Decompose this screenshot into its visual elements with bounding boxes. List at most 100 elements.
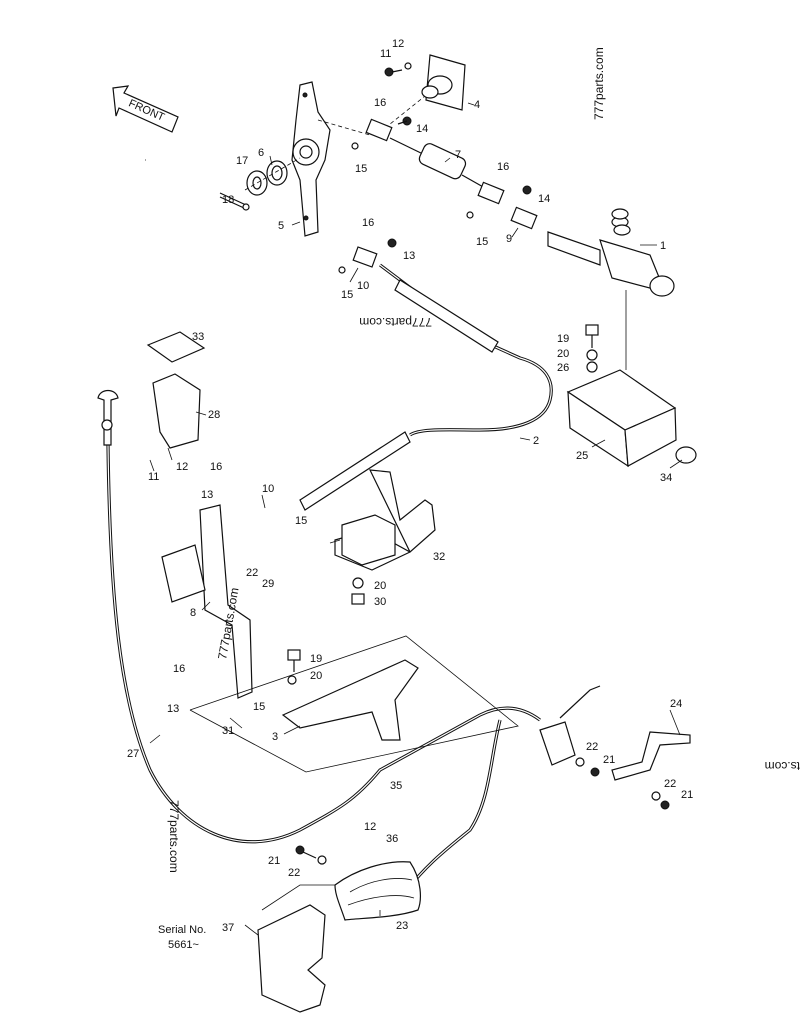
callout-31: 31 — [222, 725, 234, 737]
callout-35: 35 — [390, 780, 402, 792]
callout-16-b: 16 — [497, 161, 509, 173]
callout-1: 1 — [660, 240, 666, 252]
callout-15-a: 15 — [355, 163, 367, 175]
callout-34: 34 — [660, 472, 672, 484]
callout-22-lever: 22 — [246, 567, 258, 579]
callout-29: 29 — [262, 578, 274, 590]
callout-15-c: 15 — [341, 289, 353, 301]
watermark-left: 777parts.com — [167, 800, 181, 873]
watermark-center: 777parts.com — [359, 315, 432, 329]
callout-21-low: 21 — [681, 789, 693, 801]
bracket-22-mid — [539, 721, 576, 766]
cotter-pin-18 — [219, 192, 250, 211]
washer-20-top — [586, 349, 598, 361]
callout-9: 9 — [506, 233, 512, 245]
cable-35 — [398, 706, 541, 901]
callout-15-e: 15 — [253, 701, 265, 713]
callout-33: 33 — [192, 331, 204, 343]
callout-22-right: 22 — [586, 741, 598, 753]
leader-lines — [145, 102, 683, 936]
callout-17: 17 — [236, 155, 248, 167]
callout-27: 27 — [127, 748, 139, 760]
callout-32: 32 — [433, 551, 445, 563]
callout-12-low: 12 — [364, 821, 376, 833]
callout-22-bottom: 22 — [288, 867, 300, 879]
watermark-top-right: 777parts.com — [592, 47, 606, 120]
callout-2: 2 — [533, 435, 539, 447]
callout-15-d: 15 — [295, 515, 307, 527]
callout-7: 7 — [455, 149, 461, 161]
callout-11-mid: 11 — [148, 471, 159, 483]
serial-value: 5661~ — [168, 939, 199, 951]
callout-16-d: 16 — [210, 461, 222, 473]
washer-15-b — [466, 211, 474, 219]
callout-21-right: 21 — [603, 754, 615, 766]
bracket-32 — [334, 469, 436, 571]
callout-5: 5 — [278, 220, 284, 232]
bolt-30 — [351, 593, 365, 605]
callout-16-e: 16 — [173, 663, 185, 675]
callout-6: 6 — [258, 147, 264, 159]
callout-23: 23 — [396, 920, 408, 932]
washer-20-mid — [352, 577, 364, 589]
cover-37 — [257, 904, 326, 1013]
rod-7 — [365, 118, 505, 205]
front-arrow: FRONT — [112, 85, 179, 133]
callout-20-low: 20 — [310, 670, 322, 682]
callout-20-mid: 20 — [374, 580, 386, 592]
callout-13-mid: 13 — [201, 489, 213, 501]
callout-11-top: 11 — [380, 48, 391, 60]
callout-8: 8 — [190, 607, 196, 619]
callout-28: 28 — [208, 409, 220, 421]
bolt-19-top — [585, 324, 599, 348]
callout-3: 3 — [272, 731, 278, 743]
callout-22-low: 22 — [664, 778, 676, 790]
part-callouts: 1 2 3 4 5 6 7 8 9 10 10 11 11 12 12 12 1… — [127, 38, 693, 934]
clevis-9 — [510, 206, 538, 230]
callout-21-bottom: 21 — [268, 855, 280, 867]
callout-24: 24 — [670, 698, 682, 710]
callout-19-mid: 19 — [310, 653, 322, 665]
callout-10-mid: 10 — [262, 483, 274, 495]
callout-12-top: 12 — [392, 38, 404, 50]
plate-28 — [152, 373, 201, 449]
bolt-11-top — [384, 62, 412, 77]
callout-36: 36 — [386, 833, 398, 845]
callout-13-top: 13 — [403, 250, 415, 262]
callout-4: 4 — [474, 99, 480, 111]
bolt-21-low — [660, 800, 670, 810]
guide-23 — [261, 884, 335, 911]
bolt-13-top — [387, 238, 397, 248]
callout-16-c: 16 — [362, 217, 374, 229]
callout-37: 37 — [222, 922, 234, 934]
callout-18: 18 — [222, 194, 234, 206]
washer-6 — [266, 160, 288, 186]
callout-14-right: 14 — [538, 193, 550, 205]
housing-25 — [566, 369, 697, 468]
callout-15-b: 15 — [476, 236, 488, 248]
bolt-21-bottom — [295, 845, 327, 865]
pad-33 — [146, 331, 206, 363]
bolt-14-top — [397, 116, 412, 126]
serial-label: Serial No. — [158, 924, 206, 936]
callout-12-mid: 12 — [176, 461, 188, 473]
clevis-10-top — [352, 246, 378, 268]
washer-22-low — [651, 791, 661, 801]
assembly-3 — [189, 635, 519, 773]
lever-8 — [161, 504, 253, 699]
callout-20-top: 20 — [557, 348, 569, 360]
washer-26 — [586, 361, 598, 373]
washer-20-low — [287, 675, 297, 685]
washer-15-c — [338, 266, 346, 274]
bolt-19-mid — [287, 649, 301, 672]
callout-14-top: 14 — [416, 123, 428, 135]
callout-10-top: 10 — [357, 280, 369, 292]
callout-25: 25 — [576, 450, 588, 462]
callout-16-a: 16 — [374, 97, 386, 109]
callout-19-top: 19 — [557, 333, 569, 345]
pedal-24 — [611, 731, 691, 781]
watermark-right-edge: ts.com — [765, 759, 800, 773]
bracket-4 — [421, 54, 466, 111]
callout-26: 26 — [557, 362, 569, 374]
